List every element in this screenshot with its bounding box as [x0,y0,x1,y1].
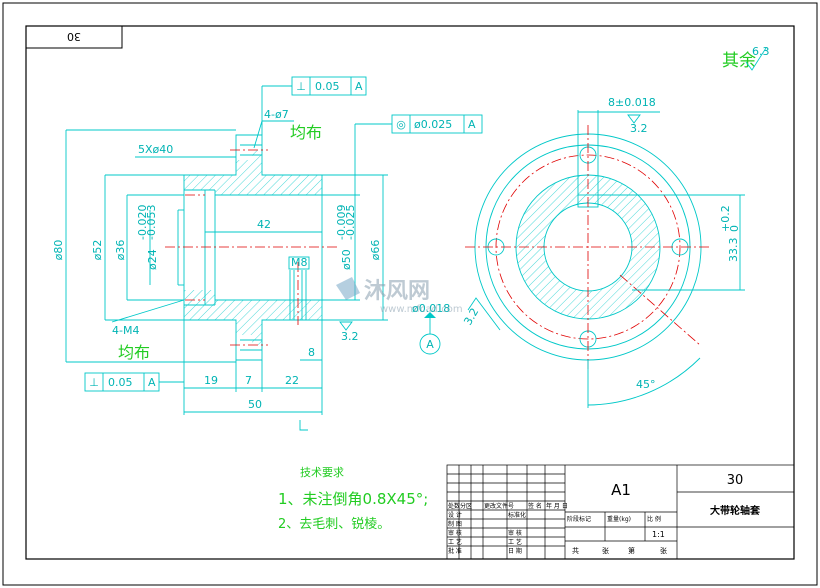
perp-tol-top: ⊥ 0.05 A [261,76,367,135]
dim-33-tol-lower: 0 [728,225,741,232]
title-block: 处数 分区 更改文件号 签 名 年 月 日 设 计 制 图 审 核 工 艺 批 … [446,464,795,560]
dim-8: 8 [308,346,315,359]
tech-line2: 2、去毛刺、锐棱。 [278,516,390,532]
conc-tol: ◎ ø0.025 A [354,114,483,195]
tb-row-2: 制 图 [448,520,462,528]
roughness-note-value: 6.3 [752,45,770,58]
hatch-top [184,150,322,195]
rough-32-a: 3.2 [341,330,359,343]
rough-32-top: 3.2 [630,122,648,135]
inner-border [25,25,795,560]
roughness-top-icon [627,114,641,124]
dim-50-tol-upper: -0.009 [335,205,348,240]
rough-32-side: 3.2 [461,306,481,328]
perp-top-value: 0.05 [315,80,340,93]
perp-bottom-value: 0.05 [108,376,133,389]
roughness-symbol-icon [745,47,767,71]
holes-top: 4-ø7 [264,108,289,121]
tb-col-1: 分区 [460,502,472,510]
dim-5x40: 5Xø40 [138,143,173,156]
dim-22: 22 [285,374,299,387]
angle-arc [587,357,701,406]
dim-19: 19 [204,374,218,387]
tb-drawing-no: 30 [727,473,744,488]
tb-scale: 1:1 [652,530,665,539]
hatch-bottom [184,290,322,345]
perp-top-symbol-icon: ⊥ [296,80,306,93]
tb-col-3: 签 名 [528,502,542,510]
tech-line1: 1、未注倒角0.8X45°; [278,490,428,508]
dim-7: 7 [245,374,252,387]
perp-tol-bottom: ⊥ 0.05 A [84,372,184,392]
dim-50: ø50 [340,249,353,270]
tb-row-5: 批 准 [448,547,462,555]
dim-36: ø36 [114,240,127,261]
perp-bottom-datum: A [148,376,156,389]
tb-mark-1: 重量(kg) [607,515,631,523]
tb-mid-3: 日 期 [508,547,522,555]
dim-24: ø24 [146,249,159,270]
conc-value: ø0.025 [414,118,452,131]
holes-bottom: 4-M4 [112,324,139,337]
watermark-url: www.mfcad.com [380,304,463,315]
front-view: ø80 ø52 ø36 ø24 -0.020 -0.053 ø50 -0.009… [52,76,483,431]
datum-label: A [426,338,434,351]
tb-mid-1: 审 核 [508,529,522,537]
dim-66: ø66 [369,240,382,261]
dim-42: 42 [257,218,271,231]
tb-sheet-2: 第 [628,546,635,555]
watermark-brand: 沐风网 [364,279,430,304]
tb-col-2: 更改文件号 [484,502,514,510]
tb-mid-0: 标准化 [508,511,526,519]
roughness-icon [339,321,353,331]
perp-top-datum: A [355,80,363,93]
uniform-top: 均布 [290,123,322,142]
dim-total: 50 [248,398,262,411]
tb-mark-2: 比 例 [647,515,661,523]
tb-row-3: 审 核 [448,529,462,537]
tech-heading: 技术要求 [300,466,344,479]
datum-a-circle [419,333,441,355]
tb-mid-2: 工 艺 [508,538,522,546]
dim-m8: M8 [291,256,308,269]
tb-col-0: 处数 [448,502,460,510]
tb-sheet-1: 张 [602,546,609,555]
watermark-logo-icon [336,277,360,300]
tb-part-name: 大带轮轴套 [710,504,761,517]
tb-row-4: 工 艺 [448,538,462,546]
tb-col-4: 年 月 日 [546,502,568,510]
dim-24-tol-lower: -0.053 [145,205,158,240]
perp-bottom-symbol-icon: ⊥ [89,376,99,389]
tb-sheet-3: 张 [660,546,667,555]
tb-material: A1 [611,481,631,499]
dim-33: 33.3 [727,238,740,263]
dim-52: ø52 [91,240,104,261]
dim-50-tol-lower: -0.025 [344,205,357,240]
conc-datum: A [468,118,476,131]
corner-box-text: 30 [67,30,81,43]
conc-symbol-icon: ◎ [396,118,406,131]
dim-80: ø80 [52,240,65,261]
angle: 45° [636,378,656,391]
watermark: 沐风网 www.mfcad.com [336,277,463,315]
dim-33-tol-upper: +0.2 [719,205,732,232]
dim-24-tol-upper: -0.020 [136,205,149,240]
side-view: 8±0.018 3.2 33.3 +0.2 0 3.2 45° [461,96,745,408]
tb-sheet-0: 共 [572,546,579,555]
roughness-note-prefix: 其余 [722,51,756,71]
dim-overlap: ø0.018 [412,302,450,315]
dim-key: 8±0.018 [608,96,656,109]
tb-mark-0: 阶段标记 [567,515,591,523]
uniform-bottom: 均布 [118,343,150,362]
tb-row-1: 设 计 [448,511,462,519]
corner-box [25,25,123,49]
